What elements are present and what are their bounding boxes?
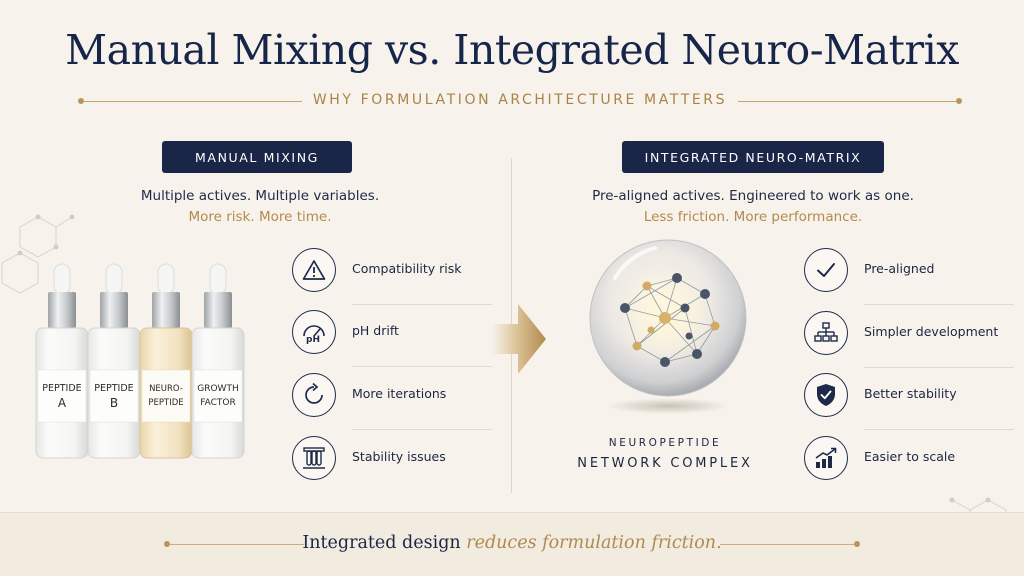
feature-stability-issues: Stability issues bbox=[292, 434, 492, 482]
feature-label: Simpler development bbox=[864, 324, 999, 339]
feature-label: More iterations bbox=[352, 386, 447, 401]
feature-simpler-development: Simpler development bbox=[804, 309, 1014, 368]
subtitle-left-dot bbox=[78, 98, 84, 104]
integrated-neuro-matrix-accent: Less friction. More performance. bbox=[643, 209, 863, 225]
feature-rule bbox=[352, 429, 492, 430]
sphere-caption-large: NETWORK COMPLEX bbox=[577, 456, 753, 471]
feature-label: Stability issues bbox=[352, 449, 446, 464]
feature-pre-aligned: Pre-aligned bbox=[804, 246, 1014, 305]
warning-icon bbox=[292, 248, 336, 292]
neuropeptide-sphere-icon bbox=[589, 239, 747, 414]
bottle-label-neuro-peptide: NEURO-PEPTIDE bbox=[148, 384, 184, 408]
test-tubes-icon bbox=[292, 436, 336, 480]
feature-label: Easier to scale bbox=[864, 449, 956, 464]
feature-better-stability: Better stability bbox=[804, 371, 1014, 430]
footer-left-dot bbox=[164, 541, 170, 547]
feature-label: Compatibility risk bbox=[352, 261, 462, 276]
molecule-decoration-left-icon bbox=[1, 214, 75, 294]
feature-label: pH drift bbox=[352, 323, 399, 338]
subtitle-right-rule bbox=[738, 101, 956, 102]
ph-icon-text: pH bbox=[306, 335, 320, 345]
subtitle-row: WHY FORMULATION ARCHITECTURE MATTERS bbox=[78, 92, 962, 112]
feature-ph-drift: pH pH drift bbox=[292, 308, 492, 367]
feature-rule bbox=[864, 429, 1014, 430]
dropper-bottles-illustration-icon bbox=[35, 263, 245, 459]
page-subtitle: WHY FORMULATION ARCHITECTURE MATTERS bbox=[312, 92, 728, 108]
footer-left-rule bbox=[170, 544, 304, 545]
manual-mixing-accent: More risk. More time. bbox=[188, 209, 332, 225]
feature-rule bbox=[352, 304, 492, 305]
integrated-neuro-matrix-lead: Pre-aligned actives. Engineered to work … bbox=[592, 188, 914, 204]
shield-check-icon bbox=[804, 373, 848, 417]
refresh-icon bbox=[292, 373, 336, 417]
arrow-right-icon bbox=[492, 304, 546, 374]
feature-rule bbox=[864, 304, 1014, 305]
sphere-caption-small: NEUROPEPTIDE bbox=[608, 437, 722, 449]
checkmark-icon bbox=[804, 248, 848, 292]
feature-rule bbox=[352, 366, 492, 367]
manual-mixing-heading: MANUAL MIXING bbox=[162, 141, 352, 173]
feature-easier-to-scale: Easier to scale bbox=[804, 434, 1014, 482]
subtitle-left-rule bbox=[84, 101, 302, 102]
feature-rule bbox=[864, 367, 1014, 368]
feature-label: Better stability bbox=[864, 386, 957, 401]
growth-chart-icon bbox=[804, 436, 848, 480]
footer-band: Integrated design reduces formulation fr… bbox=[0, 512, 1024, 576]
tagline-emphasis: reduces formulation friction. bbox=[466, 533, 722, 553]
footer-tagline: Integrated design reduces formulation fr… bbox=[300, 533, 724, 553]
page-title: Manual Mixing vs. Integrated Neuro-Matri… bbox=[65, 26, 959, 74]
hierarchy-icon bbox=[804, 311, 848, 355]
footer-right-dot bbox=[854, 541, 860, 547]
feature-compatibility-risk: Compatibility risk bbox=[292, 246, 492, 305]
feature-more-iterations: More iterations bbox=[292, 371, 492, 430]
tagline-start: Integrated design bbox=[302, 533, 467, 553]
ph-gauge-icon: pH bbox=[292, 310, 336, 354]
footer-right-rule bbox=[720, 544, 854, 545]
feature-label: Pre-aligned bbox=[864, 261, 935, 276]
subtitle-right-dot bbox=[956, 98, 962, 104]
manual-mixing-lead: Multiple actives. Multiple variables. bbox=[140, 188, 380, 204]
integrated-neuro-matrix-heading: INTEGRATED NEURO-MATRIX bbox=[622, 141, 884, 173]
